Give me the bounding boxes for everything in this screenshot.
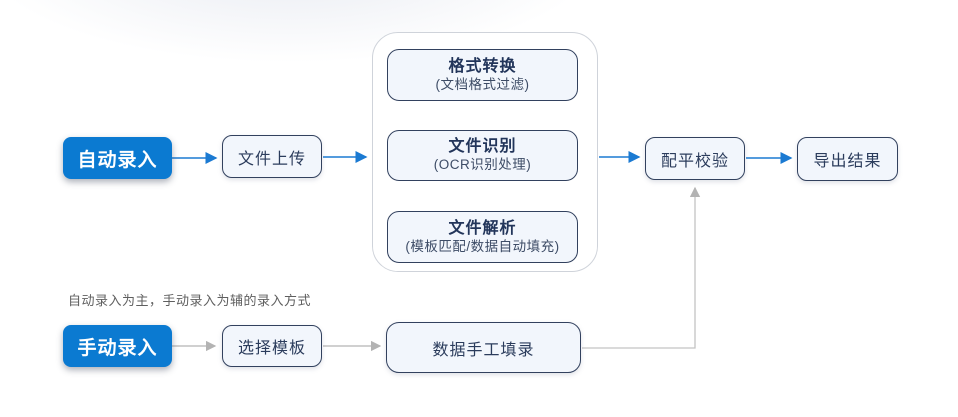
balance-check-node: 配平校验 [645, 137, 745, 180]
file-recognition-subtitle: (OCR识别处理) [433, 157, 532, 173]
format-convert-subtitle: (文档格式过滤) [435, 76, 530, 92]
manual-fill-label: 数据手工填录 [432, 341, 535, 359]
manual-fill-node: 数据手工填录 [386, 322, 581, 373]
select-template-label: 选择模板 [237, 340, 306, 357]
file-upload-node: 文件上传 [222, 135, 322, 178]
file-parse-title: 文件解析 [448, 219, 517, 237]
export-result-node: 导出结果 [797, 137, 898, 181]
file-parse-node: 文件解析 (模板匹配/数据自动填充) [387, 211, 578, 263]
auto-entry-label: 自动录入 [77, 149, 158, 171]
manual-entry-label: 手动录入 [77, 337, 158, 359]
format-convert-node: 格式转换 (文档格式过滤) [387, 49, 578, 101]
select-template-node: 选择模板 [222, 325, 322, 367]
file-recognition-node: 文件识别 (OCR识别处理) [387, 130, 578, 181]
note-text: 自动录入为主，手动录入为辅的录入方式 [68, 293, 312, 308]
format-convert-title: 格式转换 [448, 57, 517, 75]
arrow-fill-to-balance [582, 186, 701, 349]
auto-entry-button[interactable]: 自动录入 [63, 137, 172, 179]
export-result-label: 导出结果 [813, 153, 882, 170]
file-upload-label: 文件上传 [237, 150, 306, 168]
manual-entry-button[interactable]: 手动录入 [63, 325, 172, 367]
file-recognition-title: 文件识别 [448, 138, 517, 156]
file-parse-subtitle: (模板匹配/数据自动填充) [405, 238, 560, 254]
balance-check-label: 配平校验 [660, 152, 729, 170]
